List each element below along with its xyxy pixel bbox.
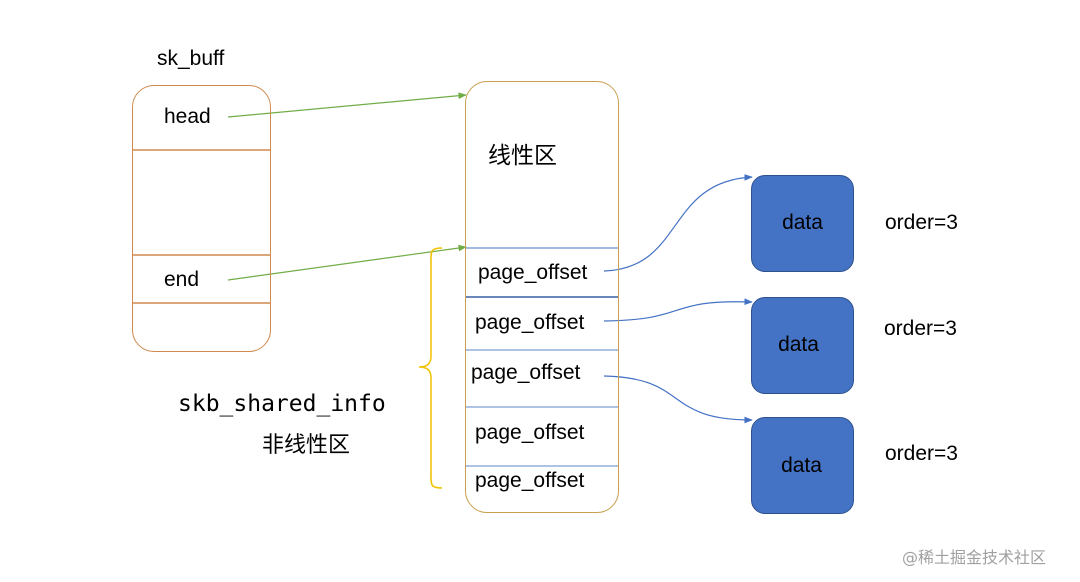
- page-offset-slot: page_offset: [475, 421, 585, 444]
- sk-buff-box: [132, 85, 271, 352]
- head-pointer-arrow: [227, 92, 467, 118]
- shared-info-bracket: [418, 247, 443, 489]
- linear-region-box: [465, 81, 619, 513]
- data-page-label: data: [778, 333, 819, 356]
- end-field: end: [164, 268, 200, 291]
- head-field: head: [164, 105, 211, 128]
- data-page-label: data: [781, 454, 822, 477]
- watermark: @稀土掘金技术社区: [902, 548, 1047, 567]
- page-offset-slot: page_offset: [478, 261, 588, 284]
- shared-info-name: skb_shared_info: [178, 391, 386, 417]
- sk-buff-title: sk_buff: [157, 47, 225, 70]
- shared-info-subtitle: 非线性区: [262, 433, 351, 458]
- page-order-label: order=3: [885, 211, 958, 234]
- page-offset-slot: page_offset: [471, 361, 581, 384]
- data-page-label: data: [782, 211, 823, 234]
- page-order-label: order=3: [885, 442, 958, 465]
- linear-region-label: 线性区: [488, 143, 557, 169]
- data-page-box: [751, 175, 854, 272]
- data-page-box: [751, 417, 854, 514]
- page-offset-slot: page_offset: [475, 311, 585, 334]
- page-link-arrow: [603, 174, 753, 272]
- page-offset-slot: page_offset: [475, 469, 585, 492]
- end-pointer-arrow: [227, 244, 467, 281]
- page-order-label: order=3: [884, 317, 957, 340]
- data-page-box: [751, 297, 854, 394]
- page-link-arrow: [603, 298, 753, 322]
- page-link-arrow: [603, 375, 753, 424]
